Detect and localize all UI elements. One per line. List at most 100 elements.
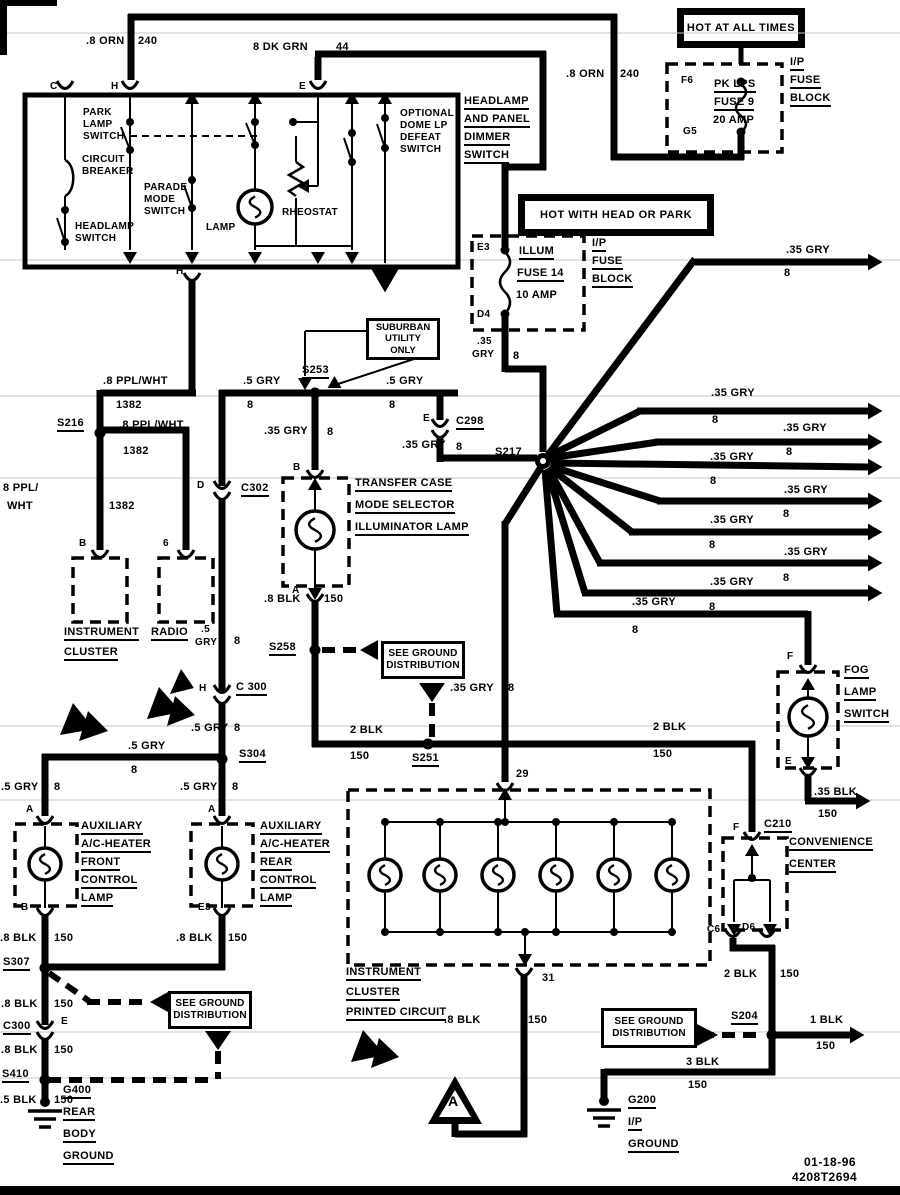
arrowhead-icon: [308, 588, 322, 600]
wire-label: 150: [528, 1014, 548, 1026]
wire-label: C300: [3, 1021, 31, 1035]
arrowhead-icon: [856, 792, 871, 810]
circuit-line: [376, 123, 386, 149]
wire-label: FUSE 9: [714, 97, 755, 111]
circuit-line: [120, 126, 131, 151]
splice-dot: [309, 387, 321, 399]
wire-label: FUSE: [790, 75, 821, 89]
wire-label: .35 GRY: [450, 682, 494, 694]
wire-label: RADIO: [151, 627, 188, 641]
wire-label: 8 DK GRN: [253, 41, 308, 53]
wire-label: ILLUMINATOR LAMP: [355, 522, 469, 536]
junction-dot: [610, 818, 618, 826]
junction-dot: [348, 129, 356, 137]
wire-label: AUXILIARY: [260, 821, 322, 835]
wire-label: 8: [232, 781, 239, 793]
see-ground-distribution-note-2: SEE GROUND DISTRIBUTION: [168, 991, 252, 1029]
wire-label: BODY: [63, 1129, 96, 1143]
triangle-marker-icon: [150, 992, 168, 1012]
wire-segment: [502, 465, 544, 526]
wire-label: F: [787, 651, 794, 662]
element-symbol: [286, 160, 306, 198]
wire-label: A: [292, 585, 300, 596]
triangle-marker-icon: [419, 683, 445, 702]
wire-label: SWITCH: [144, 206, 186, 217]
junction-dot: [521, 928, 529, 936]
connector-icon: [798, 664, 818, 674]
wire-label: 8: [456, 441, 463, 453]
wire-label: E3: [198, 902, 211, 913]
arrowhead-icon: [868, 402, 883, 420]
wire-label: LAMP: [206, 222, 236, 233]
wire-label: .35 GRY: [784, 546, 828, 558]
splice-dot-center: [540, 458, 546, 464]
arrowhead-icon: [868, 584, 883, 602]
wire-label: 2 BLK: [350, 724, 384, 736]
arrowhead-icon: [868, 253, 883, 271]
wire-label: 150: [54, 998, 74, 1010]
junction-dot: [500, 309, 510, 319]
wire-label: 8: [234, 722, 241, 734]
wire-label: FOG: [844, 665, 869, 679]
wire-label: 1382: [123, 445, 149, 457]
wire-segment: [546, 464, 635, 535]
see-ground-distribution-note-3: SEE GROUND DISTRIBUTION: [601, 1008, 697, 1048]
wire-label: C6: [707, 924, 721, 935]
scan-artifact: [0, 0, 7, 55]
wire-label: SWITCH: [844, 709, 890, 723]
wire-label: DOME LP: [400, 120, 448, 131]
arrowhead-icon: [868, 458, 883, 476]
connector-icon: [212, 695, 232, 705]
connector-icon: [212, 815, 232, 825]
triangle-marker-icon: [79, 711, 108, 741]
wire-label: .35 BLK: [814, 786, 858, 798]
splice-dot: [39, 962, 51, 974]
wire-label: F: [733, 822, 740, 833]
wire-label: PARADE: [144, 182, 188, 193]
wire-label: CENTER: [789, 859, 837, 873]
wire-label: SWITCH: [83, 131, 125, 142]
wire-label: .8 BLK: [264, 593, 301, 605]
wire-label: RHEOSTAT: [282, 207, 338, 218]
wire-label: GRY: [472, 349, 495, 360]
junction-dot: [61, 238, 69, 246]
wire-label: D: [197, 480, 205, 491]
wire-label: CONTROL: [260, 875, 317, 889]
connector-icon: [305, 593, 325, 603]
junction-dot: [348, 158, 356, 166]
wire-label: BLOCK: [592, 274, 633, 288]
wire-label: LAMP: [844, 687, 877, 701]
wire-label: 1382: [116, 399, 142, 411]
connector-icon: [723, 928, 743, 938]
circuit-line: [337, 356, 421, 385]
wire-label: 8: [709, 601, 716, 613]
triangle-marker-icon: [167, 696, 195, 726]
wire-segment: [548, 462, 662, 505]
connector-icon: [35, 1020, 55, 1030]
arrowhead-icon: [345, 92, 359, 104]
banner-text: HOT AT ALL TIMES: [686, 22, 796, 34]
arrowhead-icon: [378, 92, 392, 104]
wire-label: B: [21, 902, 29, 913]
wire-label: 150: [54, 932, 74, 944]
wire-label: AND PANEL: [464, 114, 531, 128]
wire-label: FRONT: [81, 857, 121, 871]
wire-label: 8: [709, 539, 716, 551]
junction-dot: [736, 77, 746, 87]
arrowhead-icon: [123, 252, 137, 264]
wire-label: 150: [653, 748, 673, 760]
note-line: ONLY: [390, 344, 416, 356]
wire-label: 8: [710, 475, 717, 487]
wire-label: 2 BLK: [724, 968, 758, 980]
junction-dot: [668, 928, 676, 936]
junction-dot: [188, 204, 196, 212]
wire-label: .35 GRY: [710, 576, 754, 588]
lamp-filament-icon: [433, 864, 447, 887]
wire-label: PRINTED CIRCUIT: [346, 1007, 447, 1021]
wire-label: E: [423, 413, 430, 424]
junction-dot: [436, 818, 444, 826]
wire-label: PK LPS: [714, 79, 756, 93]
junction-dot: [494, 818, 502, 826]
scan-artifact: [0, 1186, 900, 1195]
